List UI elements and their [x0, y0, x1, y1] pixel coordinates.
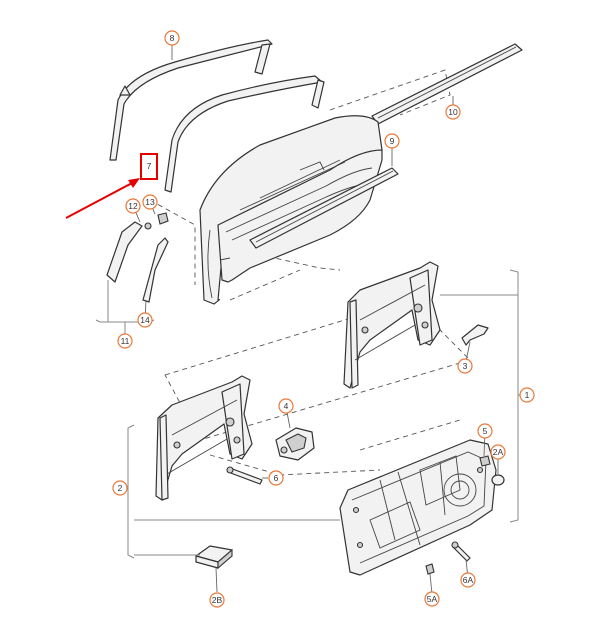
part-8-upper-frame-seal	[109, 39, 273, 161]
callout-circle	[519, 387, 535, 403]
part-6-bolt	[226, 466, 263, 485]
callout-circle	[477, 423, 493, 439]
callout-tags: 8 10 9 7 12 13 14 11 4 3 1 5 2A 2 6 2B 5A 6A	[112, 30, 535, 608]
window-frame-seal	[164, 75, 325, 193]
group-brackets	[95, 269, 520, 559]
callout-label: 2B	[212, 595, 223, 605]
highlight-pointer	[65, 153, 158, 219]
part-13-clip	[144, 212, 169, 230]
callout-label: 10	[448, 107, 458, 117]
callout-label: 8	[170, 33, 175, 43]
callout-circle	[142, 194, 158, 210]
callout-1: 1	[519, 387, 535, 403]
callout-label: 4	[284, 401, 289, 411]
callout-circle	[384, 133, 400, 149]
part-5-clip	[479, 455, 491, 467]
callout-5: 5	[477, 423, 493, 439]
callout-circle	[137, 312, 153, 328]
door-shell	[199, 115, 383, 305]
callout-7: 7	[147, 161, 152, 171]
part-6a-bolt	[451, 541, 471, 562]
callout-circle	[112, 480, 128, 496]
callout-9: 9	[384, 133, 400, 149]
callout-2a: 2A	[490, 444, 506, 460]
part-2a-plug	[491, 474, 505, 486]
door-module-carrier	[339, 439, 497, 576]
part-2b-pad	[195, 545, 233, 570]
callout-2b: 2B	[209, 592, 225, 608]
part-12-pillar-trim	[106, 221, 143, 283]
callout-circle	[457, 358, 473, 374]
callout-circle	[164, 30, 180, 46]
callout-13: 13	[142, 194, 158, 210]
callout-circle	[268, 470, 284, 486]
callout-4: 4	[278, 398, 294, 414]
callout-circle	[424, 591, 440, 607]
callout-label: 1	[525, 390, 530, 400]
part-3-regulator-upper	[343, 261, 489, 389]
callout-label: 14	[140, 315, 150, 325]
callout-circle	[209, 592, 225, 608]
callout-label: 11	[121, 336, 130, 346]
callout-label: 5A	[427, 594, 438, 604]
callout-label: 3	[463, 361, 468, 371]
callout-label: 13	[145, 197, 155, 207]
part-4-window-motor	[275, 427, 315, 461]
callout-8: 8	[164, 30, 180, 46]
callout-label: 7	[147, 161, 152, 171]
part-14-pillar-trim	[142, 237, 169, 303]
callout-6: 6	[268, 470, 284, 486]
callout-label: 2A	[493, 447, 504, 457]
callout-3: 3	[457, 358, 473, 374]
callout-circle	[490, 444, 506, 460]
part-9-inner-belt-strip	[249, 167, 399, 249]
callout-2: 2	[112, 480, 128, 496]
callout-circle	[445, 104, 461, 120]
callout-6a: 6A	[460, 572, 476, 588]
callout-label: 9	[390, 136, 395, 146]
callout-label: 6	[274, 473, 279, 483]
callout-12: 12	[125, 198, 141, 214]
part-2-regulator-lower	[155, 375, 253, 501]
callout-circle	[125, 198, 141, 214]
callout-11: 11	[117, 333, 133, 349]
callout-circle	[278, 398, 294, 414]
callout-label: 2	[118, 483, 123, 493]
callout-label: 12	[128, 201, 138, 211]
callout-circle	[460, 572, 476, 588]
part-5a-nut	[425, 563, 435, 575]
callout-label: 6A	[463, 575, 474, 585]
callout-label: 5	[483, 426, 488, 436]
callout-10: 10	[445, 104, 461, 120]
callout-5a: 5A	[424, 591, 440, 607]
callout-circle	[117, 333, 133, 349]
callout-14: 14	[137, 312, 153, 328]
